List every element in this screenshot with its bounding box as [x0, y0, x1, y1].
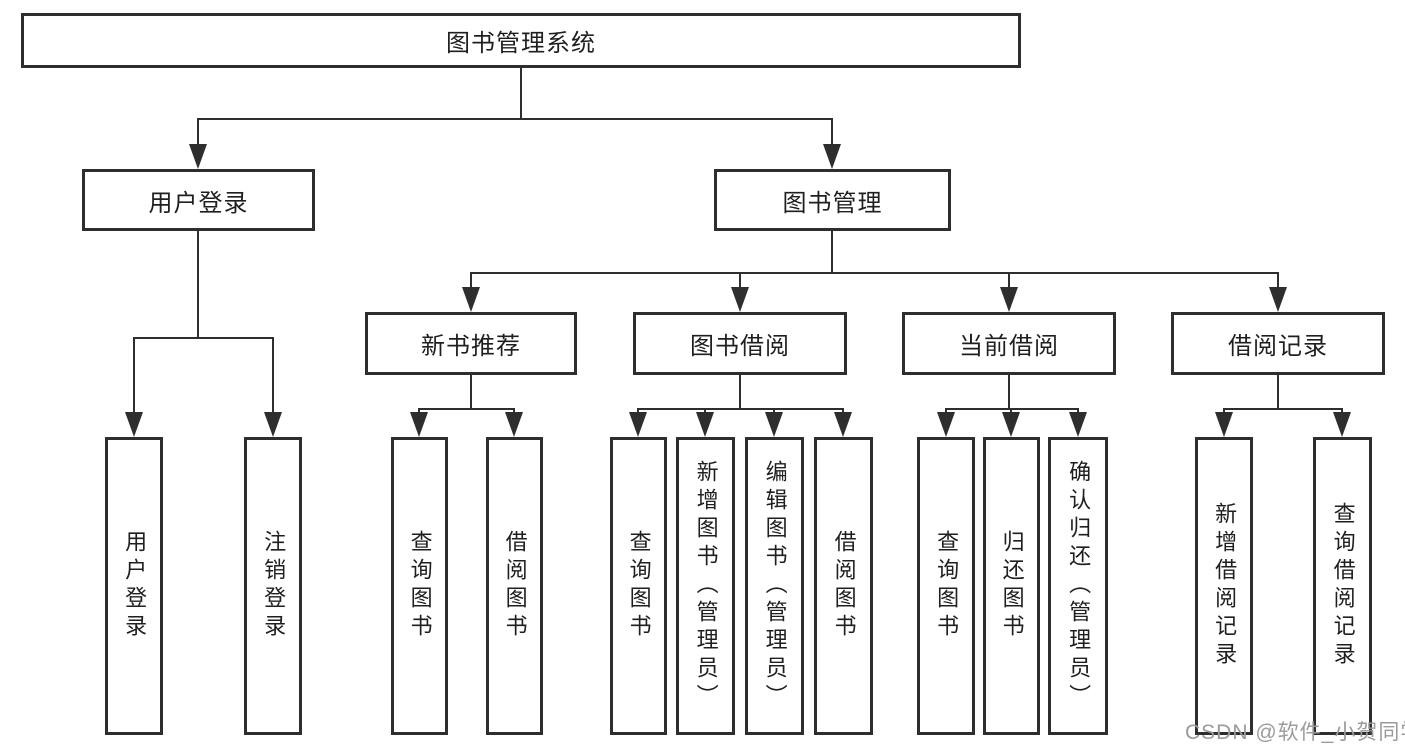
connector-hline — [133, 337, 274, 339]
node-book-borrowing: 图书借阅 — [633, 312, 847, 375]
connector-vline — [418, 408, 420, 414]
arrowhead-down-icon — [765, 412, 783, 437]
leaf-user-login: 用户登录 — [105, 437, 163, 735]
leaf-edit-books-admin-label: 编辑图书（管理员） — [762, 460, 788, 712]
watermark: CSDN @软件_小贺同学 — [1185, 716, 1405, 746]
leaf-confirm-return-admin: 确认归还（管理员） — [1048, 437, 1108, 735]
leaf-borrow-books: 借阅图书 — [814, 437, 873, 735]
node-user-login-label: 用户登录 — [148, 189, 249, 217]
connector-vline — [637, 408, 639, 414]
arrowhead-down-icon — [505, 412, 523, 437]
connector-vline — [1277, 272, 1279, 289]
node-user-login: 用户登录 — [82, 169, 315, 231]
connector-vline — [739, 272, 741, 289]
connector-vline — [133, 337, 135, 414]
connector-vline — [197, 231, 199, 337]
leaf-return-books-label: 归还图书 — [999, 530, 1025, 642]
leaf-return-books: 归还图书 — [983, 437, 1040, 735]
leaf-user-login-label: 用户登录 — [122, 530, 148, 642]
arrowhead-down-icon — [731, 287, 749, 312]
leaf-query-books-borrowing: 查询图书 — [610, 437, 667, 735]
arrowhead-down-icon — [629, 412, 647, 437]
arrowhead-down-icon — [1215, 412, 1233, 437]
connector-hline — [945, 408, 1079, 410]
connector-vline — [470, 375, 472, 408]
node-current-borrowing-label: 当前借阅 — [959, 333, 1059, 360]
arrowhead-down-icon — [834, 412, 852, 437]
connector-vline — [520, 68, 522, 118]
arrowhead-down-icon — [125, 412, 143, 437]
connector-hline — [418, 408, 515, 410]
leaf-add-borrow-record-label: 新增借阅记录 — [1212, 502, 1238, 670]
arrowhead-down-icon — [937, 412, 955, 437]
connector-hline — [1223, 408, 1343, 410]
leaf-edit-books-admin: 编辑图书（管理员） — [745, 437, 804, 735]
leaf-borrow-books-recommend: 借阅图书 — [486, 437, 543, 735]
connector-vline — [272, 337, 274, 414]
connector-vline — [1008, 375, 1010, 408]
connector-hline — [197, 118, 833, 120]
connector-vline — [1277, 375, 1279, 408]
connector-vline — [1008, 272, 1010, 289]
connector-vline — [831, 118, 833, 146]
leaf-logout-label: 注销登录 — [261, 530, 287, 642]
arrowhead-down-icon — [1069, 412, 1087, 437]
arrowhead-down-icon — [1269, 287, 1287, 312]
leaf-add-borrow-record: 新增借阅记录 — [1195, 437, 1253, 735]
connector-hline — [637, 408, 844, 410]
leaf-query-borrow-record: 查询借阅记录 — [1313, 437, 1372, 735]
arrowhead-down-icon — [462, 287, 480, 312]
connector-vline — [1341, 408, 1343, 414]
connector-vline — [739, 375, 741, 408]
connector-vline — [513, 408, 515, 414]
leaf-add-books-admin-label: 新增图书（管理员） — [693, 460, 719, 712]
leaf-query-borrow-record-label: 查询借阅记录 — [1330, 502, 1356, 670]
leaf-logout: 注销登录 — [244, 437, 302, 735]
node-root-system: 图书管理系统 — [21, 13, 1021, 68]
leaf-query-books-recommend-label: 查询图书 — [407, 530, 433, 642]
arrowhead-down-icon — [823, 144, 841, 169]
arrowhead-down-icon — [696, 412, 714, 437]
node-borrowing-records-label: 借阅记录 — [1228, 333, 1328, 360]
connector-vline — [945, 408, 947, 414]
connector-vline — [1077, 408, 1079, 414]
node-new-book-recommend: 新书推荐 — [365, 312, 577, 375]
connector-vline — [704, 408, 706, 414]
node-book-management-label: 图书管理 — [782, 189, 883, 217]
node-book-management: 图书管理 — [714, 169, 951, 231]
node-book-borrowing-label: 图书借阅 — [690, 333, 790, 360]
leaf-confirm-return-admin-label: 确认归还（管理员） — [1066, 460, 1092, 712]
leaf-borrow-books-recommend-label: 借阅图书 — [502, 530, 528, 642]
connector-vline — [470, 272, 472, 289]
arrowhead-down-icon — [410, 412, 428, 437]
leaf-add-books-admin: 新增图书（管理员） — [676, 437, 735, 735]
leaf-borrow-books-label: 借阅图书 — [831, 530, 857, 642]
connector-hline — [470, 272, 1279, 274]
node-new-book-recommend-label: 新书推荐 — [421, 333, 521, 360]
connector-vline — [1223, 408, 1225, 414]
leaf-query-books-borrowing-label: 查询图书 — [626, 530, 652, 642]
leaf-query-books-current: 查询图书 — [917, 437, 975, 735]
connector-vline — [1010, 408, 1012, 414]
watermark-text: CSDN @软件_小贺同学 — [1185, 721, 1405, 744]
leaf-query-books-recommend: 查询图书 — [391, 437, 448, 735]
node-root-system-label: 图书管理系统 — [446, 30, 596, 57]
arrowhead-down-icon — [1002, 412, 1020, 437]
connector-vline — [831, 231, 833, 272]
arrowhead-down-icon — [1000, 287, 1018, 312]
node-current-borrowing: 当前借阅 — [902, 312, 1116, 375]
connector-vline — [842, 408, 844, 414]
connector-vline — [773, 408, 775, 414]
arrowhead-down-icon — [189, 144, 207, 169]
node-borrowing-records: 借阅记录 — [1171, 312, 1385, 375]
connector-vline — [197, 118, 199, 146]
arrowhead-down-icon — [1333, 412, 1351, 437]
arrowhead-down-icon — [264, 412, 282, 437]
leaf-query-books-current-label: 查询图书 — [934, 530, 960, 642]
